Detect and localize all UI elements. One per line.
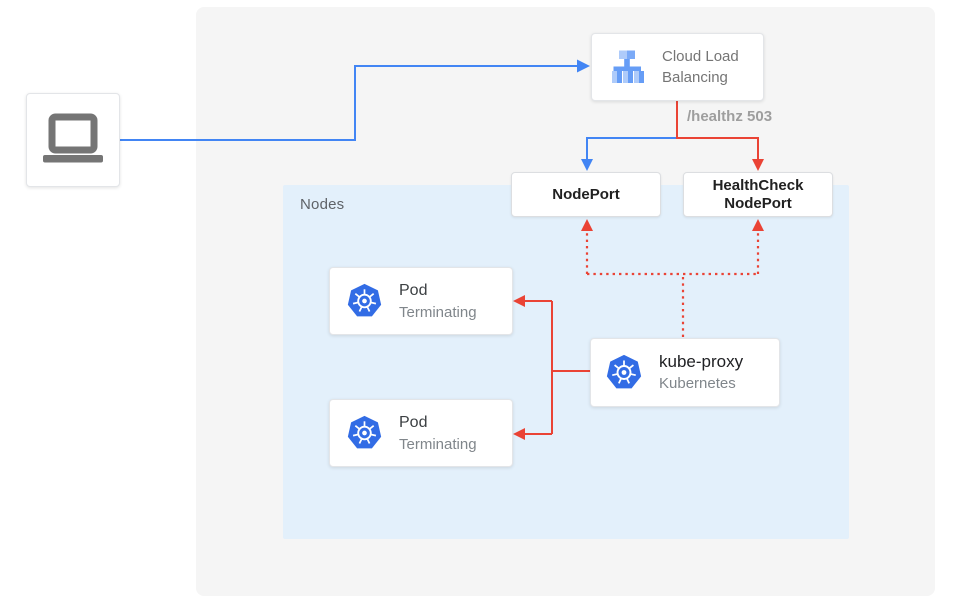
healthcheck-nodeport-node: HealthCheck NodePort bbox=[683, 172, 833, 217]
healthcheck-nodeport-label-line1: HealthCheck bbox=[712, 176, 804, 194]
cloud-load-balancing-icon bbox=[612, 50, 644, 83]
clb-label-line2: Balancing bbox=[662, 69, 728, 86]
client-laptop-node bbox=[26, 93, 120, 187]
pod-terminating-2-node: Pod Terminating bbox=[329, 399, 513, 467]
kube-proxy-node: kube-proxy Kubernetes bbox=[590, 338, 780, 407]
pod-1-title: Pod bbox=[399, 281, 428, 299]
pod-1-status: Terminating bbox=[399, 303, 477, 321]
healthcheck-nodeport-label-line2: NodePort bbox=[724, 194, 792, 212]
pod-2-status: Terminating bbox=[399, 435, 477, 453]
healthcheck-nodeport-label: HealthCheck NodePort bbox=[713, 177, 804, 213]
pod-terminating-1-node: Pod Terminating bbox=[329, 267, 513, 335]
kubernetes-icon bbox=[606, 354, 642, 389]
pod-1-text: Pod Terminating bbox=[399, 280, 477, 323]
cloud-load-balancing-node: Cloud Load Balancing bbox=[591, 33, 764, 101]
nodes-region-label: Nodes bbox=[300, 196, 345, 213]
clb-label-line1: Cloud Load bbox=[662, 48, 739, 65]
pod-2-text: Pod Terminating bbox=[399, 412, 477, 455]
kube-proxy-title: kube-proxy bbox=[659, 352, 744, 371]
kube-proxy-text: kube-proxy Kubernetes bbox=[659, 351, 743, 394]
laptop-icon bbox=[43, 113, 103, 163]
kubernetes-icon bbox=[347, 415, 382, 449]
cloud-load-balancing-label: Cloud Load Balancing bbox=[662, 46, 739, 88]
kube-proxy-subtitle: Kubernetes bbox=[659, 375, 736, 392]
kubernetes-icon bbox=[347, 283, 382, 317]
nodeport-label: NodePort bbox=[552, 185, 620, 203]
healthz-503-edge-label: /healthz 503 bbox=[687, 108, 773, 125]
pod-2-title: Pod bbox=[399, 413, 428, 431]
nodeport-node: NodePort bbox=[511, 172, 661, 217]
